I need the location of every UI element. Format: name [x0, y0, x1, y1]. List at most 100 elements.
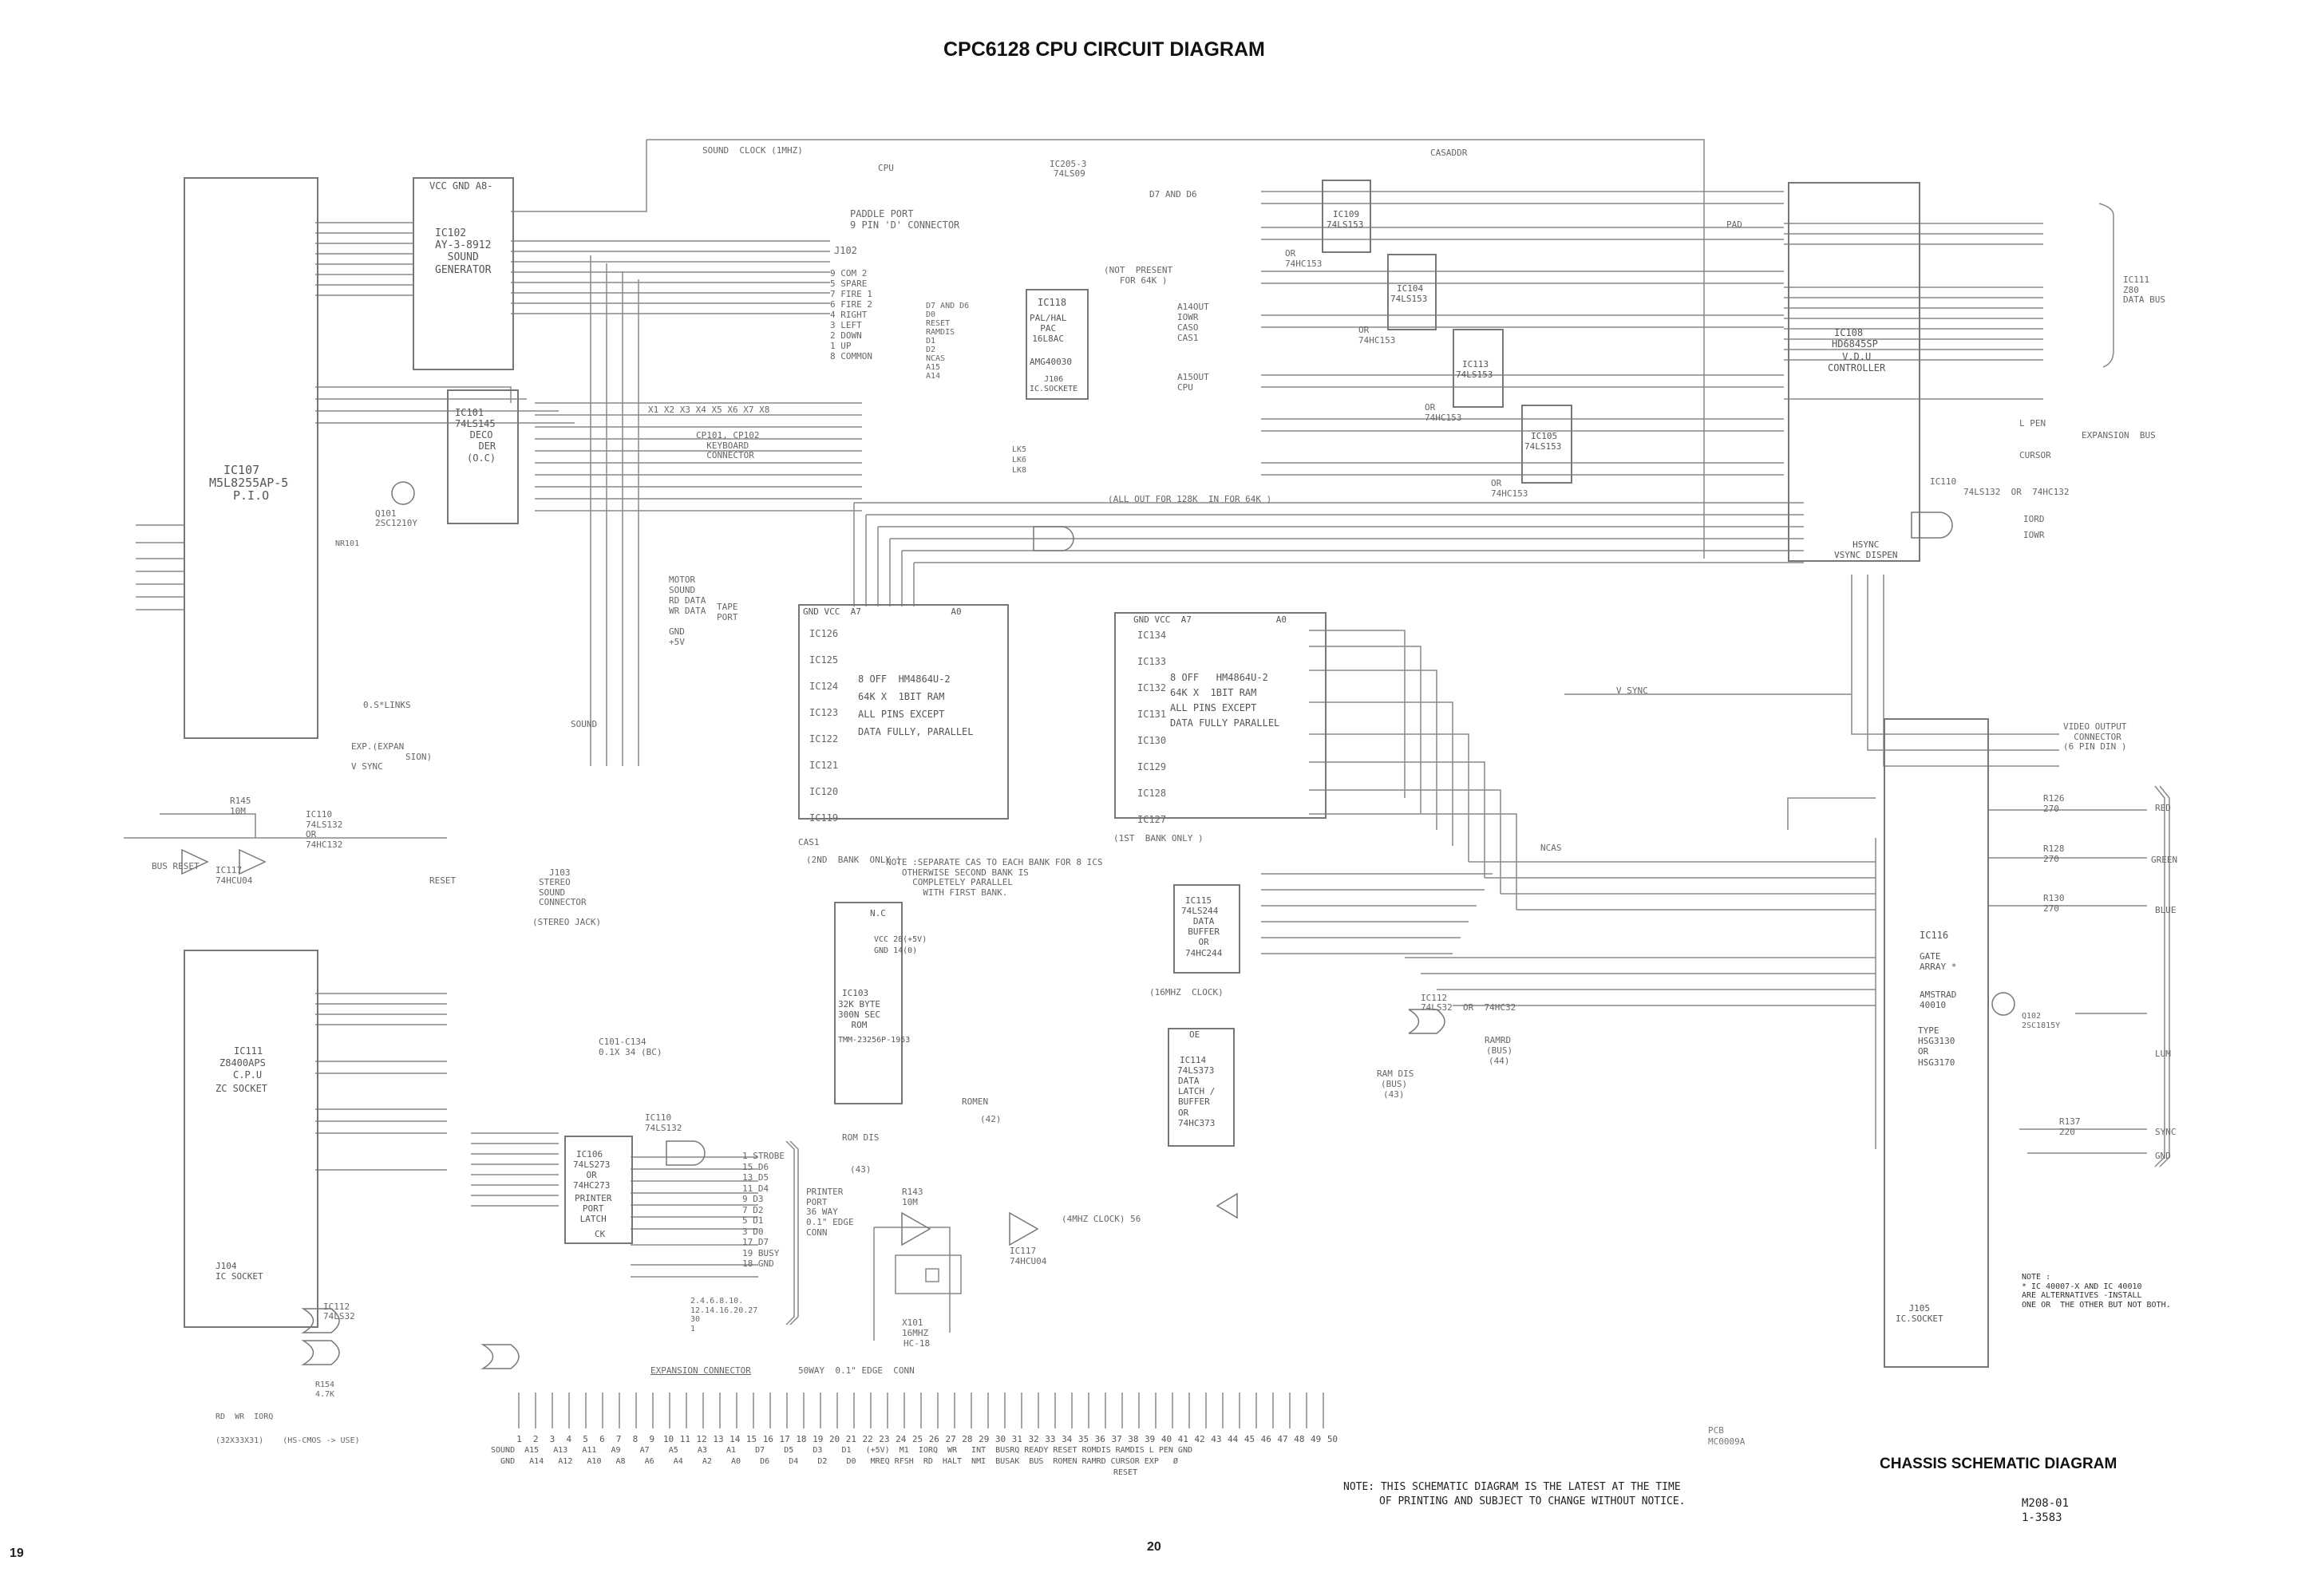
edge-pin: 36: [1094, 1434, 1105, 1444]
ic106-ref: IC106: [576, 1149, 603, 1159]
printer-port-label: PRINTER PORT 36 WAY 0.1" EDGE CONN: [806, 1187, 854, 1238]
ic111-bottom-pins: RD WR IORQ: [215, 1412, 274, 1421]
ic116-socket: J105 IC.SOCKET: [1896, 1303, 1943, 1325]
edge-pin: 26: [928, 1434, 939, 1444]
reset-circuit-r145: R145 10M: [230, 796, 251, 816]
ram-ic: IC126: [809, 628, 839, 639]
edge-pin: 47: [1277, 1434, 1288, 1444]
printer-outputs: 1 STROBE 15 D6 13 D5 11 D4 9 D3 7 D2 5 D…: [742, 1151, 785, 1270]
cmos-note: (32X33X31) (HS-CMOS -> USE): [215, 1436, 360, 1445]
ic108-part: HD6845SP: [1832, 338, 1878, 350]
vsync-left-label: V SYNC: [351, 761, 383, 772]
edge-pin: 1: [516, 1434, 522, 1444]
j102-pin: 5 SPARE: [830, 279, 868, 289]
ram-ic: IC124: [809, 681, 839, 692]
edge-pin: 24: [896, 1434, 907, 1444]
not-present-note: (NOT PRESENT FOR 64K ): [1104, 265, 1173, 286]
links-ref: NR101: [335, 539, 360, 548]
edge-pin: 18: [796, 1434, 807, 1444]
ic116-part: AMSTRAD 40010: [1920, 990, 1957, 1011]
ic103-part: 32K BYTE 300N SEC ROM: [838, 999, 880, 1031]
expansion-reset-label: RESET: [1113, 1468, 1138, 1477]
printer-pin: 5 D1: [742, 1215, 764, 1226]
r143-label: R143 10M: [902, 1187, 923, 1207]
pal-output: IOWR: [1177, 312, 1199, 322]
ram-bank-2-top-pins: GND VCC A7 A0: [1133, 614, 1287, 625]
tape-port-lines: MOTOR SOUND RD DATA WR DATA GND +5V: [669, 575, 706, 647]
ram-dis-pin: (43): [1383, 1089, 1405, 1100]
ic114-latch: [1168, 1028, 1235, 1147]
ic111-socket: ZC SOCKET: [215, 1083, 268, 1094]
edge-pin: 40: [1160, 1434, 1172, 1444]
ic105-ref: IC105: [1531, 431, 1558, 441]
printer-pin: 13 D5: [742, 1172, 769, 1183]
ic117-crystal-ref: IC117 74HCU04: [1010, 1246, 1047, 1266]
ic116-ref: IC116: [1920, 930, 1949, 941]
printer-pin: 7 D2: [742, 1204, 764, 1215]
ic116-func: GATE ARRAY *: [1920, 951, 1957, 973]
edge-pin: 30: [994, 1434, 1006, 1444]
nand-gate-ic110: [1911, 512, 1953, 539]
ram-ic: IC129: [1137, 761, 1167, 772]
ic107-func: P.I.O: [233, 488, 270, 503]
pal-output: A15OUT: [1177, 372, 1209, 382]
printer-pin: 9 D3: [742, 1194, 764, 1204]
ic205-output: D7 AND D6: [1149, 189, 1197, 200]
edge-pin: 27: [945, 1434, 956, 1444]
ic104-mux: [1387, 254, 1437, 330]
sound-clock-label: SOUND CLOCK (1MHZ): [702, 145, 803, 156]
ic116-type: TYPE HSG3130 OR HSG3170: [1918, 1025, 1955, 1068]
edge-pin: 29: [979, 1434, 990, 1444]
inverter-ic117-c: [1216, 1192, 1238, 1219]
printer-pin: 15 D6: [742, 1161, 769, 1172]
rom-dis-pin: (43): [850, 1164, 872, 1175]
ram-dis-label: RAM DIS: [1377, 1069, 1414, 1079]
ic112-part: 74LS32 OR 74HC32: [1421, 1002, 1516, 1013]
ic103-vcc: VCC 28(+5V): [874, 935, 927, 944]
ic102-ref: IC102: [435, 227, 467, 239]
rom-dis-label: ROM DIS: [842, 1132, 880, 1143]
ic106-printer-latch: [564, 1136, 633, 1244]
stereo-jack-label: (STEREO JACK): [532, 917, 602, 927]
ncas-label: NCAS: [1540, 843, 1562, 853]
ram-bank-1-top-pins: GND VCC A7 A0: [803, 606, 962, 617]
video-red-label: RED: [2155, 803, 2171, 813]
edge-pin: 41: [1177, 1434, 1188, 1444]
ic111-cpu: [184, 950, 318, 1328]
ic106-part: 74LS273 OR 74HC273: [573, 1159, 611, 1191]
printer-pin: 1 STROBE: [742, 1151, 785, 1161]
ic103-ref: IC103: [842, 988, 869, 998]
ram-dis-bus: (BUS): [1381, 1079, 1408, 1089]
ic109-alt: OR 74HC153: [1285, 248, 1323, 269]
ic118-outputs: A14OUT IOWR CASO CAS1 A15OUT CPU: [1177, 302, 1209, 393]
keyboard-connector-label: CP101, CP102 KEYBOARD CONNECTOR: [696, 430, 760, 461]
ic101-ref: IC101: [455, 407, 484, 418]
ic113-ref: IC113: [1462, 359, 1489, 369]
ic105-part: 74LS153: [1524, 441, 1562, 452]
reset-circuit-ic117: IC117 74HCU04: [215, 865, 253, 886]
ic113-alt: OR 74HC153: [1425, 402, 1462, 423]
vsync-label: V SYNC: [1616, 685, 1648, 696]
edge-pin: 14: [730, 1434, 741, 1444]
expansion-connector-label: EXPANSION CONNECTOR: [650, 1365, 751, 1376]
pal-output: A14OUT: [1177, 302, 1209, 312]
inverter-ic117-a: [901, 1211, 931, 1246]
edge-pin: 8: [632, 1434, 639, 1444]
ic103-rom: [834, 902, 903, 1104]
edge-pin: 3: [549, 1434, 556, 1444]
ram-ic: IC133: [1137, 656, 1167, 667]
pcb-code: MC0009A: [1708, 1436, 1746, 1447]
cursor-label: CURSOR: [2019, 450, 2051, 460]
paddle-port-label: PADDLE PORT 9 PIN 'D' CONNECTOR: [850, 208, 960, 231]
expansion-bus-label: EXPANSION BUS: [2082, 430, 2156, 440]
ram-ic: IC128: [1137, 788, 1167, 799]
ic104-alt: OR 74HC153: [1358, 325, 1396, 346]
crystal-freq: 16MHZ: [902, 1328, 929, 1338]
edge-pin: 50: [1327, 1434, 1338, 1444]
printer-pin: 19 BUSY: [742, 1247, 780, 1258]
tape-line: GND: [669, 626, 685, 637]
tape-line: WR DATA: [669, 606, 706, 616]
ic101-part: 74LS145: [455, 418, 496, 429]
ic118-pal: [1026, 289, 1089, 400]
ic115-func: DATA BUFFER OR 74HC244: [1185, 916, 1223, 958]
